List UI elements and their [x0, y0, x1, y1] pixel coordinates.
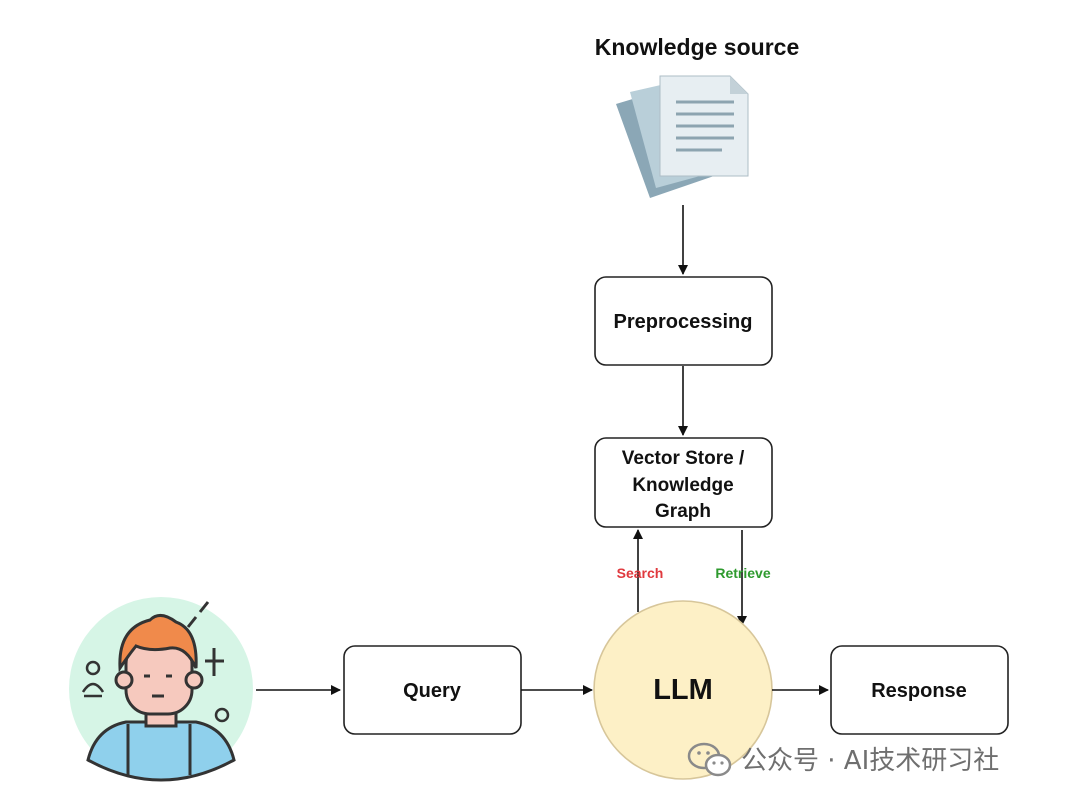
watermark: 公众号 · AI技术研习社	[687, 742, 999, 777]
user-avatar-icon	[69, 597, 253, 782]
diagram-title: Knowledge source	[595, 34, 799, 60]
retrieve-label: Retrieve	[715, 565, 770, 581]
watermark-text: 公众号 · AI技术研习社	[741, 746, 999, 776]
preprocessing-node: Preprocessing	[594, 276, 773, 366]
vector-store-label-line1: Vector Store /	[622, 448, 745, 469]
wechat-icon	[687, 742, 732, 777]
vector-store-label-line3: Graph	[655, 501, 711, 522]
query-label: Query	[403, 680, 462, 702]
vector-store-label-line2: Knowledge	[632, 475, 733, 496]
response-node: Response	[830, 645, 1009, 735]
preprocessing-label: Preprocessing	[614, 311, 753, 333]
query-node: Query	[343, 645, 522, 735]
llm-node: LLM	[593, 600, 773, 780]
vector-store-node: Vector Store / Knowledge Graph	[594, 437, 773, 528]
search-label: Search	[617, 565, 664, 581]
documents-icon	[616, 75, 749, 198]
response-label: Response	[871, 680, 967, 702]
llm-label: LLM	[653, 674, 713, 706]
